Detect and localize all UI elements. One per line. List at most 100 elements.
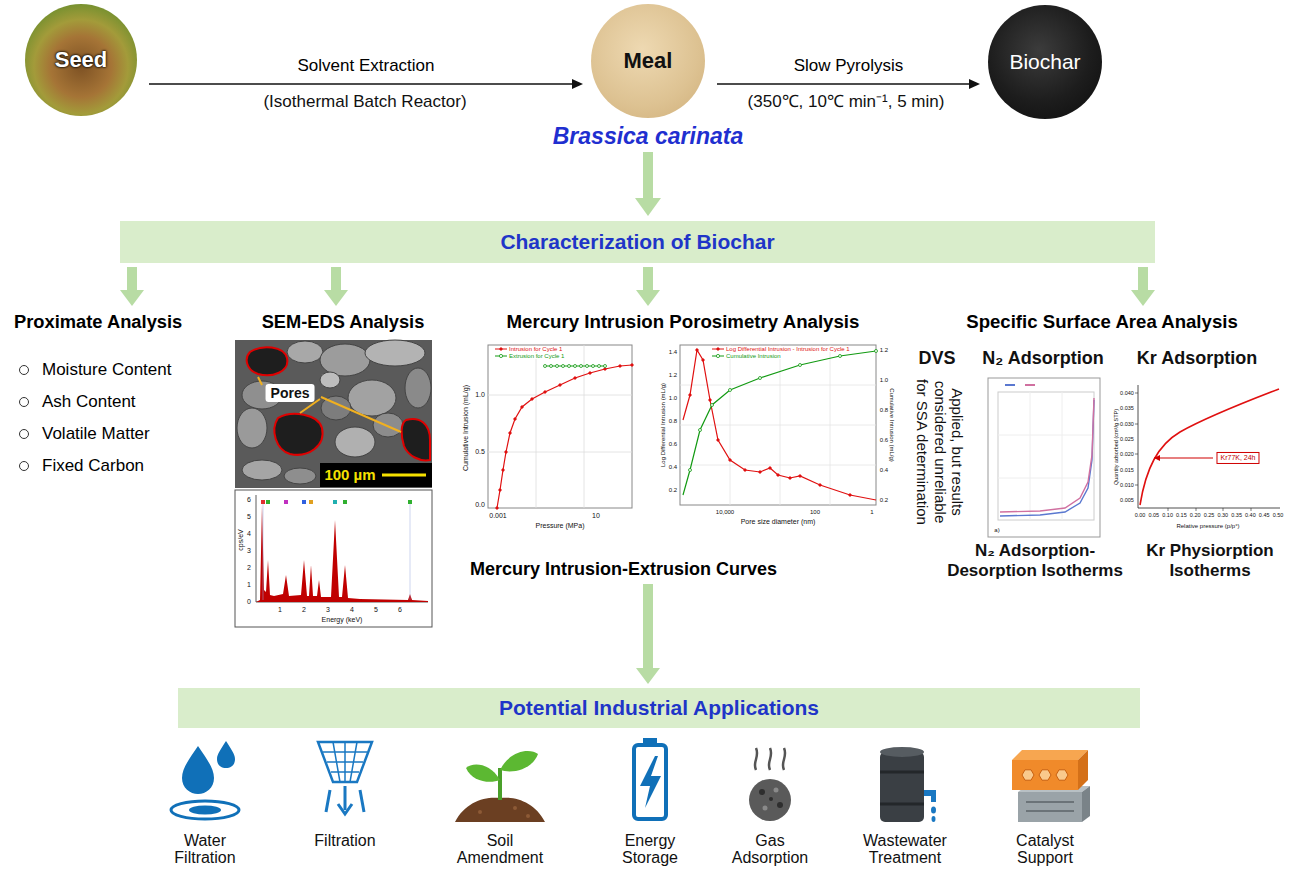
pore-size-chart-part [683, 350, 876, 500]
flow-arrow-part [635, 198, 661, 216]
pore-size-chart [680, 345, 876, 505]
filter-icon-part [318, 742, 372, 782]
sem-image-part [274, 414, 322, 455]
soil-amendment-icon-part [478, 810, 482, 814]
gas-adsorption-icon [749, 748, 791, 821]
method-heading: Kr Adsorption [1137, 348, 1257, 369]
tick-label: 0.4 [669, 464, 677, 471]
legend-item: Log Differential Intrusion - Intrusion f… [712, 346, 850, 352]
chart-caption: N₂ Adsorption-Desorption Isotherms [939, 541, 1131, 580]
legend-item: Intrusion for Cycle 1 [495, 346, 562, 352]
band-title: Potential Industrial Applications [499, 696, 819, 720]
section-heading: Specific Surface Area Analysis [905, 310, 1290, 334]
legend-sample [495, 353, 507, 359]
tick-label: 0.025 [1120, 436, 1134, 442]
flow-arrow [643, 267, 653, 290]
n2-isotherm-chart [988, 378, 1100, 537]
tick-label: 10,000 [716, 509, 734, 516]
list-item: Ash Content [10, 386, 249, 418]
filter-icon-part [338, 804, 352, 814]
tick-label: 0.015 [1120, 466, 1134, 472]
tick-label: 2 [302, 606, 306, 614]
section-heading: SEM-EDS Analysis [232, 310, 454, 334]
legend-sample [499, 347, 503, 351]
eds-spectrum-part [266, 500, 270, 504]
wastewater-treatment-icon-part [880, 747, 924, 757]
sem-image-part [284, 468, 316, 484]
wastewater-treatment-icon-part [880, 752, 924, 822]
legend-sample [712, 353, 724, 359]
gas-adsorption-icon-part [749, 779, 791, 821]
catalyst-support-icon [1012, 750, 1090, 822]
method-heading: N₂ Adsorption [982, 348, 1103, 369]
soil-amendment-icon [455, 751, 545, 822]
node-label: Seed [55, 47, 108, 73]
tick-label: 0.2 [880, 497, 888, 504]
energy-storage-icon-part [643, 738, 657, 745]
water-filtration-icon-part [189, 806, 221, 815]
pore-size-chart-part [680, 345, 876, 505]
legend-text: Extrusion for Cycle 1 [509, 353, 564, 359]
water-filtration-icon [171, 741, 239, 819]
legend-sample [499, 354, 502, 357]
application-label: Filtration [293, 832, 397, 849]
sem-image-part [365, 340, 425, 366]
axis-title: Log Differential Intrusion (mL/g) [660, 383, 667, 467]
sem-image-part [405, 368, 431, 408]
tick-label: 0.020 [1120, 451, 1134, 457]
tick-label: 0.8 [669, 418, 677, 425]
sem-image-part [287, 341, 323, 363]
kr-isotherm-chart-part [1140, 389, 1279, 505]
eds-spectrum-part [302, 500, 306, 504]
legend-text: Intrusion for Cycle 1 [509, 346, 562, 352]
tick-label: 6 [247, 496, 251, 504]
legend-sample [716, 354, 719, 357]
species-name: Brassica carinata [553, 123, 744, 149]
edge-label: Solvent Extraction [297, 56, 434, 76]
sem-image-part [235, 340, 432, 488]
meal-circle: Meal [591, 4, 705, 118]
tick-label: 0.50 [1273, 512, 1284, 518]
tick-label: 0.20 [1190, 512, 1201, 518]
soil-amendment-icon-part [513, 806, 517, 810]
tick-label: 0.6 [880, 437, 888, 444]
sem-image-part [258, 377, 401, 432]
list-item: Volatile Matter [10, 418, 249, 450]
eds-spectrum [235, 490, 432, 627]
water-filtration-icon-part [171, 801, 239, 819]
flow-arrow [643, 584, 653, 668]
catalyst-support-icon-part [1082, 786, 1090, 822]
legend-sample [712, 346, 724, 352]
wastewater-treatment-icon-part [931, 790, 936, 802]
analysis-section: Proximate AnalysisMoisture ContentAsh Co… [10, 310, 249, 488]
catalyst-support-icon-part [1026, 802, 1074, 811]
kr-isotherm-chart-part [1110, 380, 1287, 535]
figure-caption: Mercury Intrusion-Extrusion Curves [470, 558, 777, 580]
tick-label: 1 [247, 581, 251, 589]
tick-label: 0.5 [475, 448, 485, 456]
tick-label: 0.45 [1259, 512, 1270, 518]
filter-icon-part [323, 742, 367, 782]
band-title: Characterization of Biochar [500, 230, 774, 254]
soil-amendment-icon-part [526, 814, 530, 818]
water-filtration-icon-part [182, 746, 214, 794]
axis-title: cps/eV [237, 529, 245, 550]
catalyst-support-icon-part [1018, 792, 1082, 822]
eds-spectrum-part [256, 495, 428, 602]
tick-label: 1.0 [880, 377, 888, 384]
filter-icon [318, 742, 372, 814]
method-heading: DVS [918, 348, 955, 369]
panel-label: a) [994, 527, 999, 534]
seed-circle: Seed [25, 4, 137, 116]
tick-label: 0.15 [1176, 512, 1187, 518]
tick-label: 1 [870, 509, 873, 516]
eds-spectrum-part [309, 500, 313, 504]
image-annotation: Pores [266, 384, 315, 402]
filter-icon-part [326, 786, 364, 812]
legend-item: Cumulative Intrusion [712, 353, 781, 359]
flow-arrow [1138, 267, 1148, 290]
eds-spectrum-part [256, 505, 428, 602]
axis-title: Quantity adsorbed (cm³/g STP) [1113, 409, 1119, 485]
axis-title: Energy (keV) [322, 616, 363, 624]
kr-isotherm-chart-part [1138, 385, 1280, 508]
